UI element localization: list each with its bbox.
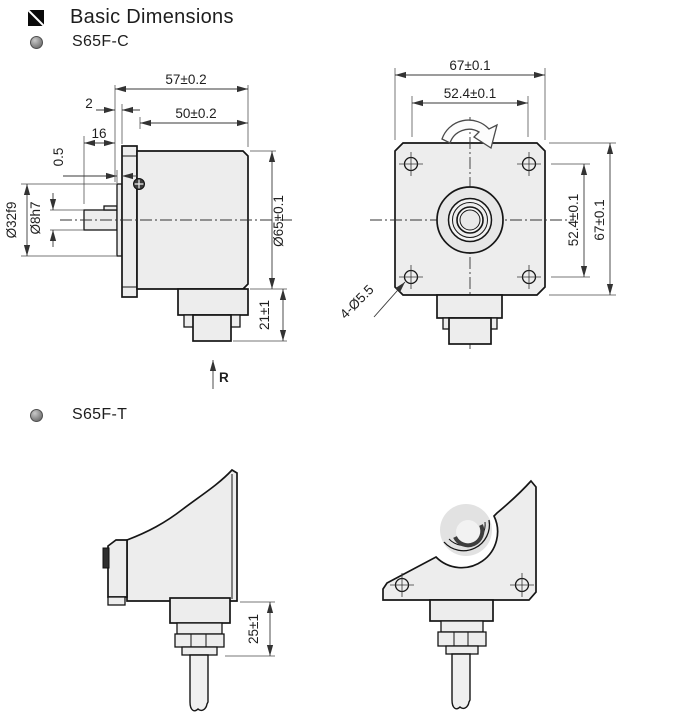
dim-connector-height-label: 21±1	[257, 300, 272, 330]
connector-front	[436, 294, 503, 345]
page-title: Basic Dimensions	[70, 6, 234, 28]
rear-cap-notch	[102, 547, 110, 569]
dim-shaft-length-label: 16	[91, 126, 106, 141]
section-label-s65f-c: S65F-C	[72, 33, 129, 50]
dim-hole-spacing-v-label: 52.4±0.1	[566, 194, 581, 246]
shaft-step	[103, 205, 118, 211]
dim-hole-spacing-h-label: 52.4±0.1	[444, 86, 496, 101]
dim-shaft-diameter-label: Ø8h7	[28, 201, 43, 234]
dim-mounting-holes-label: 4-Ø5.5	[337, 282, 377, 322]
tangential-housing-front	[382, 479, 537, 601]
dim-total-length-label: 57±0.2	[165, 72, 206, 87]
s65fc-side-view-drawing: 57±0.2 2 16 50±0.2 0.5 Ø32f9 Ø8h7	[4, 72, 292, 389]
rotation-reference-label: R	[219, 370, 229, 385]
dim-boss-step-label: 0.5	[51, 148, 66, 167]
dim-flange-width-label: 67±0.1	[449, 58, 490, 73]
connector-side	[177, 288, 249, 342]
screw-icon	[133, 178, 145, 190]
dim-body-length-label: 50±0.2	[175, 106, 216, 121]
mounting-holes-t	[390, 573, 534, 597]
section-s65f-c: S65F-C	[28, 33, 129, 51]
s65ft-side-view-drawing: 25±1	[102, 468, 275, 712]
shaft-hub	[436, 186, 504, 254]
dim-flange-thickness-label: 2	[85, 96, 93, 111]
dim-boss-diameter-label: Ø32f9	[4, 202, 19, 239]
clamp-flange	[121, 145, 138, 298]
cable-gland-front	[429, 599, 494, 710]
encoder-housing-side	[136, 150, 249, 290]
section-label-s65f-t: S65F-T	[72, 406, 128, 423]
tangential-housing-side	[126, 468, 238, 602]
section-square-icon	[28, 9, 44, 26]
s65ft-front-view-drawing	[382, 479, 537, 710]
mounting-holes	[399, 152, 541, 289]
bearing-boss	[440, 504, 492, 556]
page-header: Basic Dimensions	[28, 6, 234, 29]
cable	[189, 654, 209, 712]
section-s65f-t: S65F-T	[28, 406, 127, 424]
s65fc-front-view-drawing: 67±0.1 52.4±0.1 52.4±0.1 67±0.1 4-Ø5.5	[337, 58, 616, 352]
rear-cap	[107, 539, 128, 598]
rotation-direction-arrow-icon	[441, 119, 498, 150]
dim-flange-height-label: 67±0.1	[592, 199, 607, 240]
cable-gland-side	[169, 597, 231, 712]
dim-body-diameter-label: Ø65±0.1	[271, 195, 286, 247]
bullet-icon	[30, 35, 43, 49]
cable	[451, 653, 471, 710]
bullet-icon	[30, 408, 43, 422]
dim-gland-height-label: 25±1	[246, 614, 261, 644]
